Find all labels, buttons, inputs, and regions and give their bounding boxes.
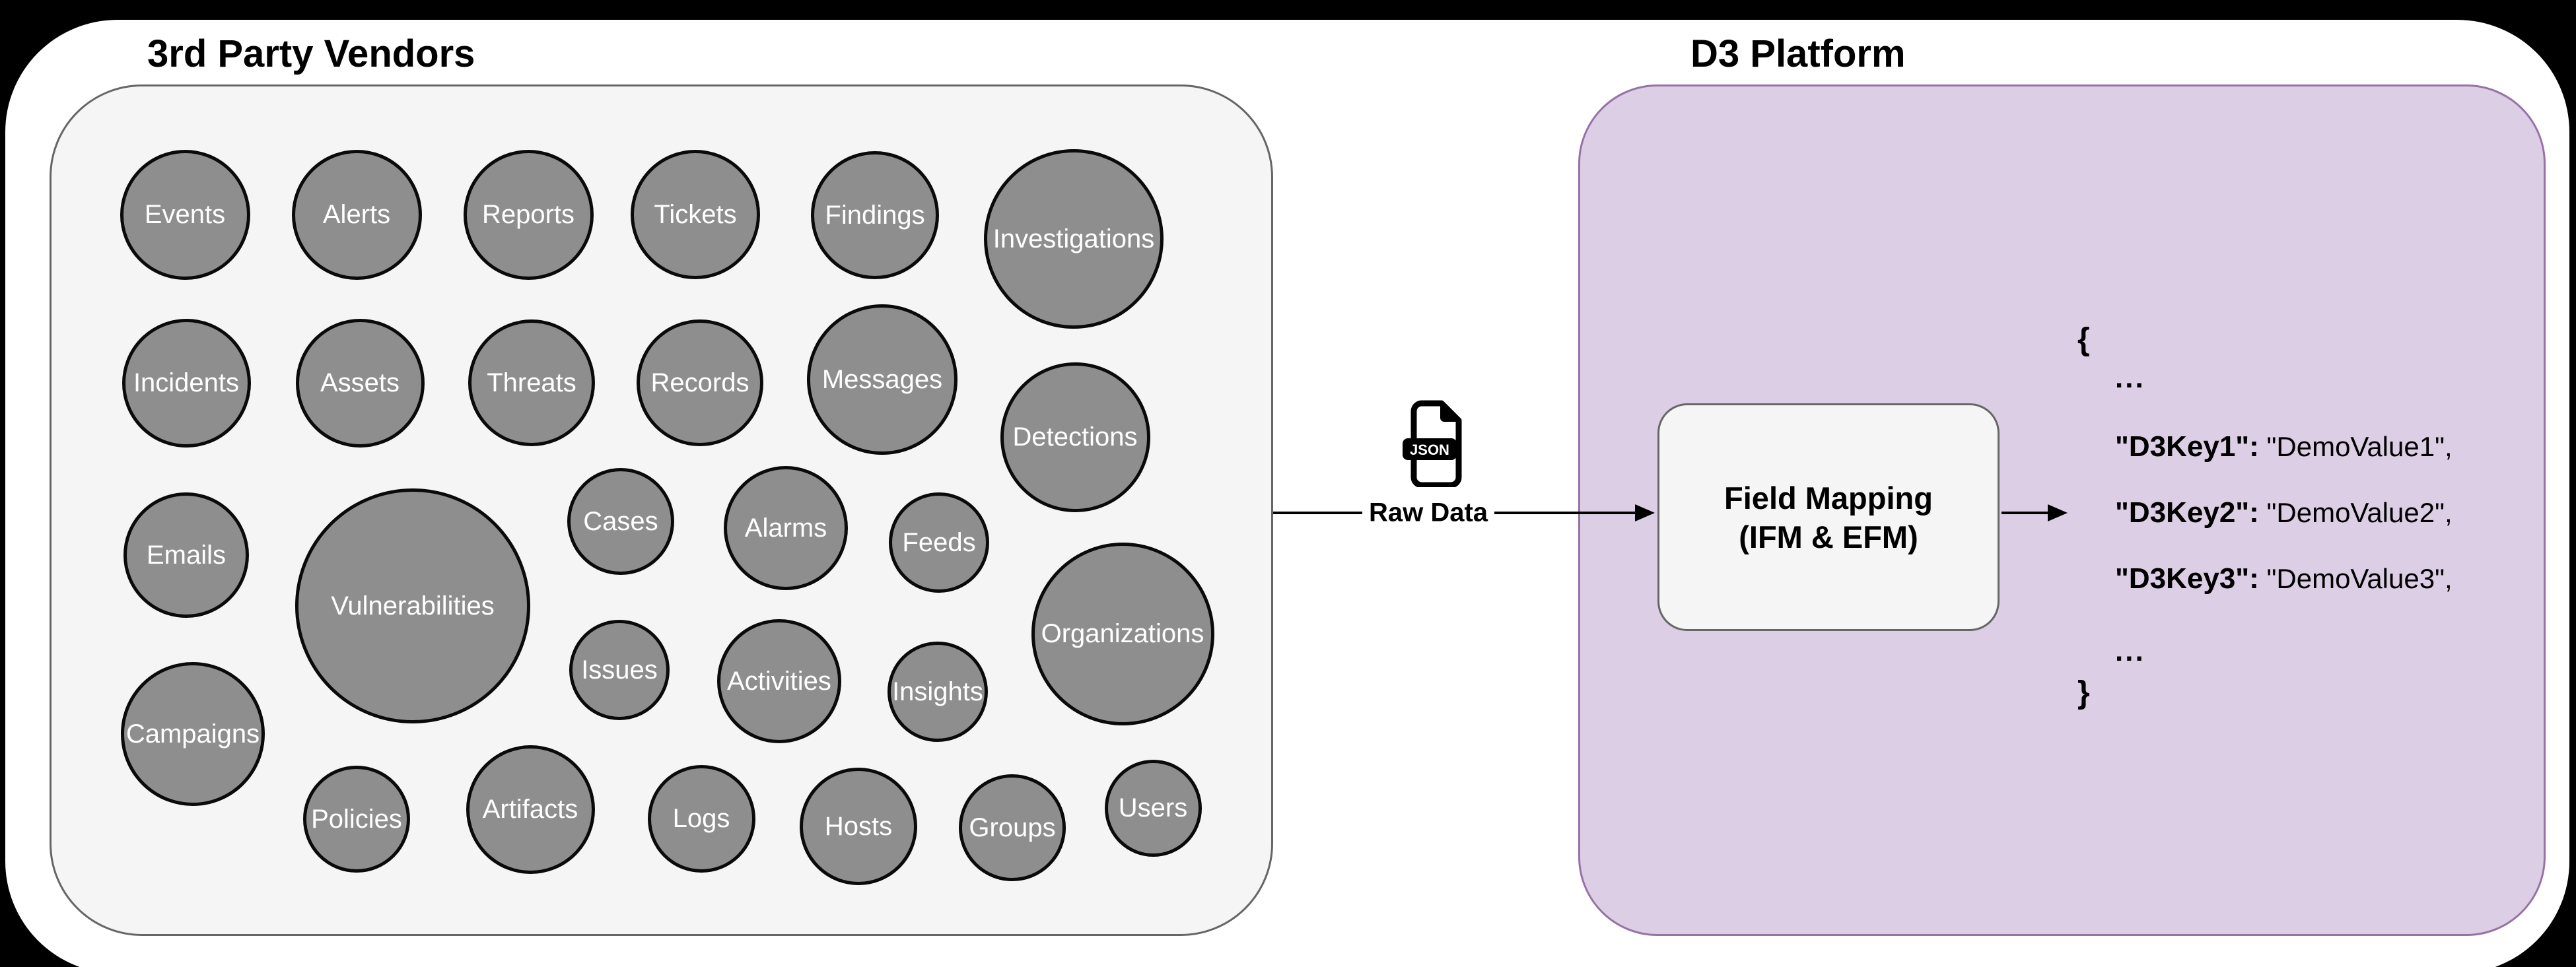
json-entry-value: "DemoValue3", — [2258, 563, 2453, 594]
vendor-circle-cases: Cases — [567, 468, 674, 575]
json-entry-value: "DemoValue1", — [2258, 431, 2453, 462]
vendor-circle-label: Artifacts — [482, 794, 578, 824]
vendor-circle-logs: Logs — [647, 764, 755, 873]
json-open-brace: { — [2077, 322, 2090, 357]
vendor-circle-label: Reports — [481, 199, 575, 229]
vendor-circle-label: Tickets — [654, 199, 737, 229]
vendor-circle-emails: Emails — [123, 492, 249, 618]
json-ellipsis-bottom: ... — [2115, 635, 2145, 667]
json-icon-label: JSON — [1410, 442, 1449, 458]
vendor-circle-label: Feeds — [902, 527, 976, 557]
vendor-circle-issues: Issues — [569, 620, 670, 720]
vendor-circle-label: Detections — [1012, 422, 1138, 451]
json-entry-key: "D3Key2": — [2115, 496, 2259, 529]
field-mapping-box: Field Mapping (IFM & EFM) — [1657, 403, 2000, 631]
vendor-circle-label: Policies — [311, 804, 402, 834]
vendor-circle-label: Issues — [581, 655, 658, 684]
vendor-circle-label: Activities — [727, 666, 831, 696]
vendor-circle-findings: Findings — [811, 151, 939, 279]
vendor-circle-alarms: Alarms — [724, 466, 848, 590]
vendor-circle-alerts: Alerts — [291, 149, 422, 280]
vendor-circle-label: Organizations — [1041, 618, 1204, 648]
vendor-circle-users: Users — [1104, 759, 1202, 857]
vendor-circle-label: Records — [650, 368, 749, 397]
vendor-circle-campaigns: Campaigns — [121, 662, 265, 806]
vendor-circle-reports: Reports — [463, 149, 594, 280]
vendor-circle-insights: Insights — [888, 642, 988, 742]
json-entry-key: "D3Key3": — [2115, 562, 2259, 595]
json-entry-value: "DemoValue2", — [2258, 497, 2453, 528]
vendor-circle-feeds: Feeds — [889, 492, 989, 593]
vendor-circle-events: Events — [120, 149, 250, 280]
vendor-circle-tickets: Tickets — [631, 150, 760, 279]
vendor-circle-label: Insights — [892, 677, 983, 706]
vendor-circle-label: Assets — [320, 368, 400, 397]
vendor-circle-label: Logs — [672, 803, 730, 833]
mapping-output-arrow — [2002, 504, 2068, 521]
vendor-circle-label: Users — [1118, 793, 1188, 822]
vendor-circle-assets: Assets — [295, 318, 425, 448]
json-entry-2: "D3Key2": "DemoValue2", — [2115, 496, 2453, 529]
field-mapping-line2: (IFM & EFM) — [1739, 519, 1918, 554]
vendor-circle-label: Vulnerabilities — [331, 591, 495, 620]
vendor-circle-groups: Groups — [959, 774, 1066, 881]
raw-data-label: Raw Data — [1362, 496, 1495, 529]
platform-title: D3 Platform — [1690, 32, 1906, 75]
vendor-circle-records: Records — [637, 319, 763, 446]
vendor-circle-label: Emails — [146, 540, 226, 570]
vendor-circle-organizations: Organizations — [1031, 542, 1214, 725]
field-mapping-line1: Field Mapping — [1724, 480, 1933, 516]
vendor-circle-label: Investigations — [992, 224, 1155, 253]
vendor-circle-label: Campaigns — [125, 719, 260, 749]
vendor-circle-label: Alarms — [744, 513, 827, 543]
vendor-circle-activities: Activities — [717, 619, 841, 743]
vendor-circle-label: Incidents — [133, 368, 240, 397]
vendor-circle-artifacts: Artifacts — [466, 745, 595, 874]
vendor-circle-policies: Policies — [303, 766, 410, 873]
json-file-icon: JSON — [1403, 400, 1462, 487]
vendor-circle-label: Messages — [821, 364, 943, 394]
vendor-circle-label: Findings — [825, 200, 925, 230]
json-ellipsis-top: ... — [2115, 362, 2145, 394]
vendor-circle-label: Hosts — [824, 811, 893, 841]
vendor-circle-investigations: Investigations — [984, 149, 1164, 329]
vendor-circle-label: Threats — [487, 368, 576, 397]
json-close-brace: } — [2077, 675, 2090, 710]
json-entry-key: "D3Key1": — [2115, 430, 2259, 463]
vendors-title: 3rd Party Vendors — [147, 32, 475, 75]
vendor-circle-label: Alerts — [322, 199, 391, 229]
vendor-circle-incidents: Incidents — [122, 318, 251, 448]
json-entry-1: "D3Key1": "DemoValue1", — [2115, 430, 2453, 463]
vendor-circle-messages: Messages — [807, 304, 957, 455]
vendor-circle-threats: Threats — [468, 319, 595, 446]
vendor-circle-detections: Detections — [1000, 362, 1150, 512]
vendor-circle-label: Events — [144, 199, 226, 229]
vendor-circle-label: Cases — [583, 506, 658, 536]
json-entry-3: "D3Key3": "DemoValue3", — [2115, 562, 2453, 595]
vendor-circle-hosts: Hosts — [800, 768, 917, 885]
vendor-circle-vulnerabilities: Vulnerabilities — [295, 488, 530, 723]
vendor-circle-label: Groups — [969, 813, 1056, 842]
